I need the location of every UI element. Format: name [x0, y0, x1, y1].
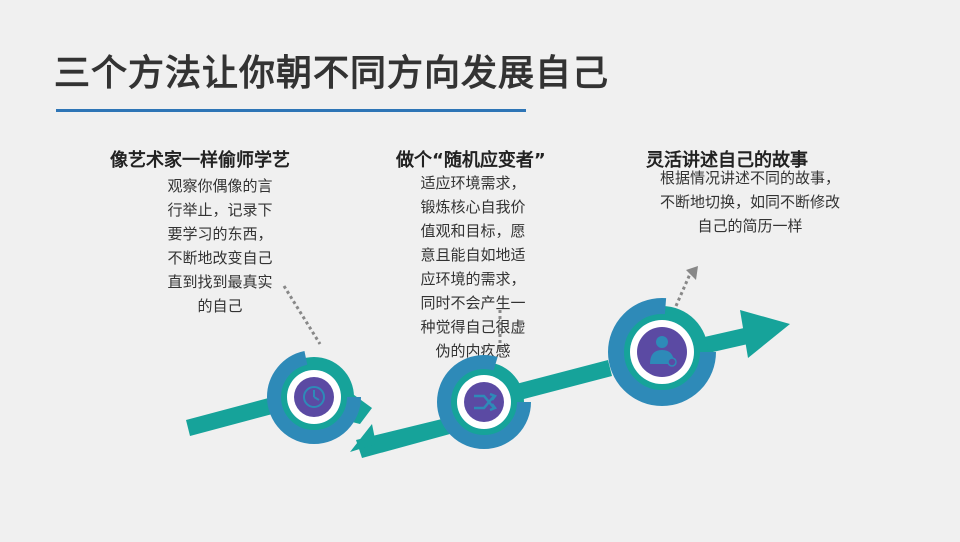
- step-1-line: 观察你偶像的言: [167, 177, 273, 195]
- connector-line-3: [674, 273, 692, 307]
- step-1-heading: 像艺术家一样偷师学艺: [110, 150, 290, 171]
- step-1-line: 行举止，记录下: [167, 201, 273, 219]
- step-2-line: 意且能自如地适: [420, 246, 526, 264]
- step-2-body: 适应环境需求， 锻炼核心自我价 值观和目标，愿 意且能自如地适 应环境的需求， …: [398, 171, 548, 363]
- arrow-back-head: [350, 424, 376, 452]
- step-2-line: 应环境的需求，: [420, 270, 526, 288]
- arrow-segment-3-back: [356, 418, 450, 458]
- arrow-segment-5: [700, 328, 748, 354]
- step-1-line: 不断地改变自己: [167, 249, 273, 267]
- step-1-node: [267, 350, 361, 444]
- arrow-head: [740, 310, 790, 358]
- step-1-body: 观察你偶像的言 行举止，记录下 要学习的东西， 不断地改变自己 直到找到最真实 …: [140, 174, 300, 318]
- step-2-line: 适应环境需求，: [420, 174, 526, 192]
- step-2-line: 锻炼核心自我价: [420, 198, 526, 216]
- arrow-segment-1: [186, 396, 280, 436]
- shuffle-icon: [474, 392, 497, 412]
- slide-title: 三个方法让你朝不同方向发展自己: [54, 53, 610, 94]
- step-3-line: 根据情况讲述不同的故事，: [659, 169, 840, 187]
- step-1-line: 要学习的东西，: [167, 225, 273, 243]
- step-3-line: 自己的简历一样: [697, 217, 803, 235]
- step-2-heading: 做个“随机应变者”: [396, 150, 546, 171]
- step-2-line: 同时不会产生一: [420, 294, 526, 312]
- step-3-line: 不断地切换，如同不断修改: [659, 193, 840, 211]
- arrow-segment-4: [516, 360, 612, 400]
- clock-icon: [303, 386, 325, 408]
- step-3-heading: 灵活讲述自己的故事: [646, 150, 808, 171]
- step-1-line: 的自己: [197, 297, 243, 315]
- step-3-node: [608, 298, 716, 406]
- person-icon: [650, 336, 677, 367]
- connector-line-1: [282, 285, 322, 345]
- connector-arrowhead: [686, 266, 698, 280]
- step-2-line: 伪的内疚感: [435, 342, 511, 360]
- title-underline: [56, 109, 526, 112]
- step-3-body: 根据情况讲述不同的故事， 不断地切换，如同不断修改 自己的简历一样: [630, 166, 870, 238]
- step-2-node: [437, 355, 531, 449]
- step-2-line: 值观和目标，愿: [420, 222, 526, 240]
- step-1-line: 直到找到最真实: [167, 273, 273, 291]
